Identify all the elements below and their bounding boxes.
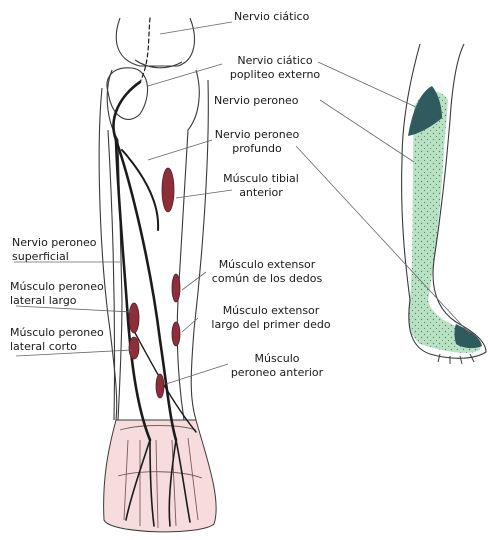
tibialis-anterior-muscle [162, 168, 174, 212]
label-nervio-peroneo-profundo: Nervio peroneo profundo [196, 128, 318, 156]
foot-area [104, 420, 217, 532]
leg-lateral-view [402, 44, 486, 364]
label-nervio-ciatico-popliteo-externo: Nervio ciático popliteo externo [220, 54, 330, 82]
peroneus-tertius-muscle [156, 374, 164, 398]
label-musculo-extensor-primer-dedo: Músculo extensor largo del primer dedo [196, 304, 346, 332]
dark-sensory-zone-foot [455, 324, 483, 348]
label-musculo-peroneo-lateral-largo: Músculo peroneo lateral largo [10, 280, 104, 308]
label-musculo-extensor-comun: Músculo extensor común de los dedos [202, 258, 332, 286]
label-nervio-peroneo: Nervio peroneo [214, 94, 299, 108]
label-nervio-ciatico: Nervio ciático [234, 10, 309, 24]
peroneus-longus-muscle [129, 303, 139, 333]
leg-anterior-view [99, 18, 208, 420]
label-nervio-peroneo-superficial: Nervio peroneo superficial [12, 236, 97, 264]
label-musculo-tibial-anterior: Músculo tibial anterior [206, 172, 316, 200]
extensor-digitorum-muscle [172, 274, 180, 302]
leg-skin-outline [99, 80, 208, 420]
label-musculo-peroneo-anterior: Músculo peroneo anterior [222, 352, 332, 380]
extensor-hallucis-muscle [172, 322, 180, 346]
femur-outline [116, 18, 194, 66]
superficial-peroneal-nerve [116, 140, 150, 440]
peroneus-brevis-muscle [129, 337, 139, 359]
label-musculo-peroneo-lateral-corto: Músculo peroneo lateral corto [10, 326, 104, 354]
fibula-outline [108, 130, 115, 420]
common-peroneal-nerve [113, 82, 140, 140]
